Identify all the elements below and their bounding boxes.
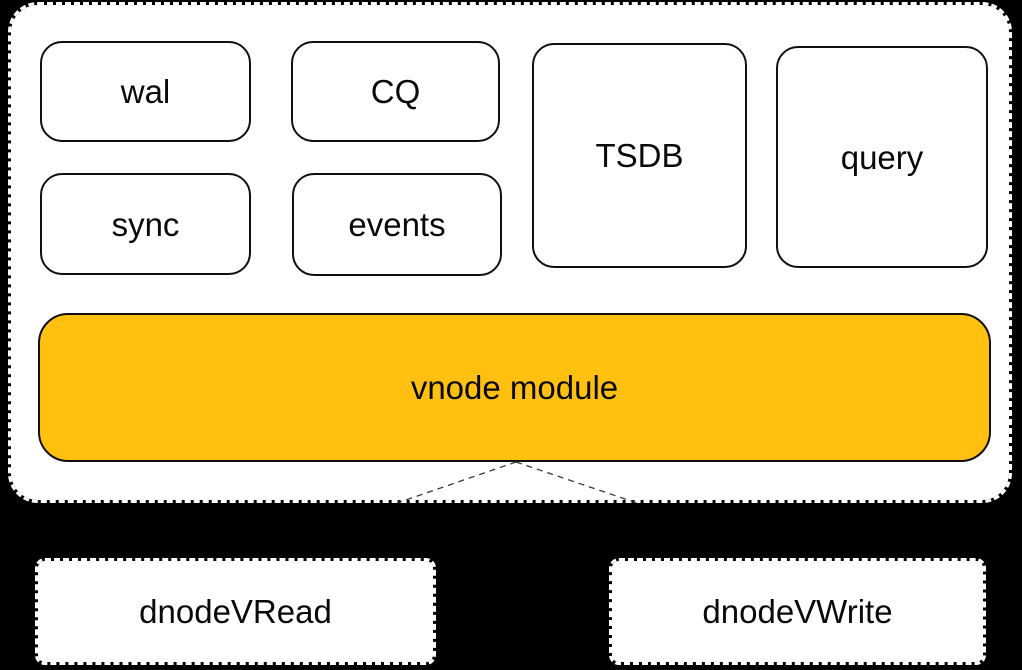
module-box-tsdb: TSDB (532, 43, 747, 268)
module-box-query: query (776, 46, 988, 268)
module-label-query: query (840, 138, 924, 176)
module-label-sync: sync (111, 205, 180, 243)
module-box-events: events (292, 173, 502, 276)
vnode-module-label: vnode module (410, 369, 619, 406)
module-label-tsdb: TSDB (595, 137, 684, 174)
vnode-module-box: vnode module (38, 313, 991, 462)
module-box-cq: CQ (291, 41, 500, 142)
module-box-wal: wal (40, 41, 251, 142)
dnode-vwrite-label: dnodeVWrite (702, 593, 893, 630)
module-label-events: events (348, 206, 446, 243)
dnode-vread-box: dnodeVRead (35, 558, 436, 665)
module-box-sync: sync (40, 173, 251, 275)
dnode-vwrite-box: dnodeVWrite (609, 558, 986, 665)
dnode-vread-label: dnodeVRead (139, 593, 332, 630)
module-label-wal: wal (120, 73, 171, 110)
module-label-cq: CQ (370, 73, 421, 110)
